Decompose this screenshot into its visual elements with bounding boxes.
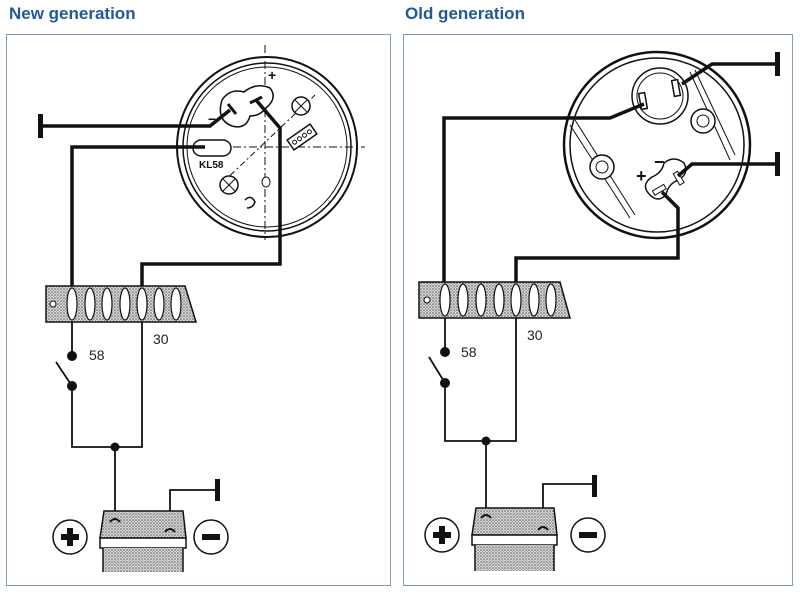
minus-icon: [193, 519, 229, 555]
minus-icon: [570, 517, 606, 553]
lamp-socket-icon: [219, 175, 239, 195]
old-switch-circuit: [428, 318, 595, 512]
old-gauge-minus-label: −: [654, 152, 665, 172]
old-terminal-strip: [418, 281, 571, 319]
old-terminal-30-label: 30: [527, 327, 543, 343]
new-generation-title: New generation: [9, 4, 136, 23]
old-gauge: + −: [562, 50, 752, 240]
new-wires: [40, 98, 282, 286]
plus-icon: [52, 519, 88, 555]
ground-terminal-icon: [775, 52, 780, 76]
mounting-hole-icon: [690, 108, 716, 134]
new-gauge-minus-label: −: [208, 111, 216, 127]
connector-block-icon: [286, 123, 318, 151]
new-gauge: + − KL58: [176, 45, 365, 240]
old-terminal-58-label: 58: [461, 344, 477, 360]
new-battery-icon: [99, 510, 187, 572]
plus-icon: [424, 517, 460, 553]
switch-contact-icon: [67, 381, 77, 391]
switch-contact-icon: [440, 378, 450, 388]
ground-terminal-icon: [775, 152, 780, 176]
switch-contact-icon: [67, 351, 77, 361]
lamp-socket-icon: [291, 96, 311, 116]
ground-terminal-icon: [38, 114, 43, 138]
junction-dot: [110, 442, 120, 452]
new-terminal-58-label: 58: [89, 347, 105, 363]
new-terminal-30-label: 30: [153, 331, 169, 347]
kl58-label: KL58: [199, 160, 224, 171]
switch-contact-icon: [440, 347, 450, 357]
old-wires: [442, 62, 778, 282]
new-gauge-plus-label: +: [268, 67, 276, 83]
mounting-hole-icon: [589, 154, 615, 180]
old-battery-icon: [471, 507, 558, 571]
old-gauge-plus-label: +: [636, 166, 647, 186]
new-switch-circuit: [55, 322, 218, 517]
junction-dot: [481, 436, 491, 446]
ground-terminal-icon: [592, 475, 597, 497]
new-terminal-strip: [45, 285, 198, 323]
old-generation-title: Old generation: [405, 4, 525, 23]
ground-terminal-icon: [215, 479, 220, 501]
